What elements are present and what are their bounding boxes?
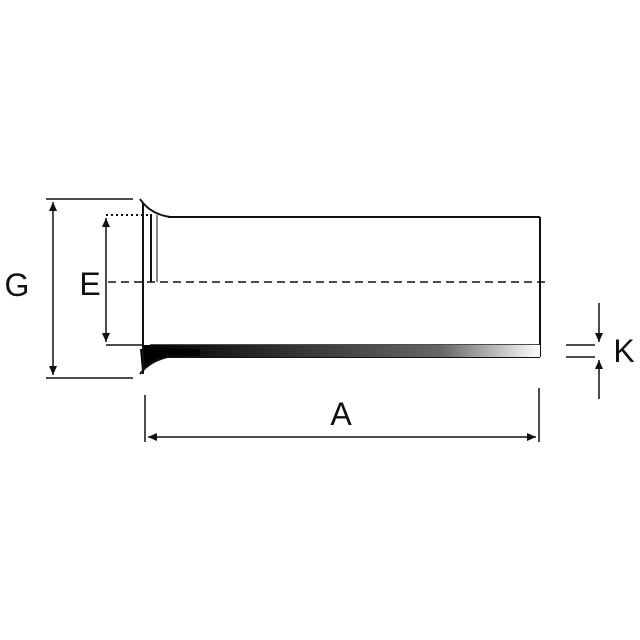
g-label: G: [5, 267, 30, 303]
tube-wall-shading: [142, 345, 540, 372]
bottom-flare-curve: [139, 355, 173, 375]
dimension-g: G: [5, 198, 133, 379]
top-flare-curve: [139, 198, 171, 218]
dimension-a: A: [144, 388, 540, 442]
ferrule-body: [140, 216, 541, 372]
flare-dark-shading: [140, 349, 200, 371]
dimension-k: K: [566, 303, 635, 399]
flared-collar: [139, 198, 173, 375]
e-label: E: [79, 266, 100, 302]
dimension-e: E: [79, 218, 142, 346]
k-label: K: [613, 333, 634, 369]
a-label: A: [330, 396, 352, 432]
